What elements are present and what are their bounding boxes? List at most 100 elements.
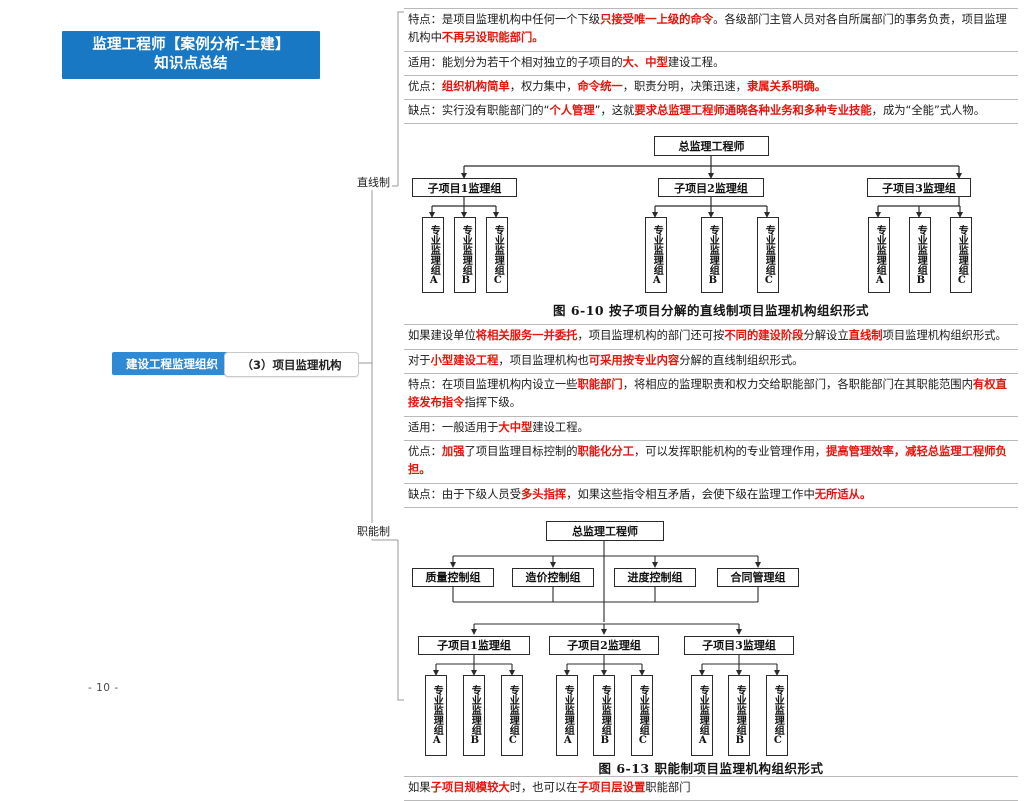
page-title-line1: 监理工程师【案例分析-土建】 bbox=[92, 37, 290, 54]
text-block-functional-system: 特点：在项目监理机构内设立一些职能部门，将相应的监理职责和权力交给职能部门，各职… bbox=[404, 374, 1018, 508]
highlighted-text: 直线制 bbox=[848, 329, 883, 343]
text-row: 缺点：实行没有职能部门的“个人管理”，这就要求总监理工程师通晓各种业务和多种专业… bbox=[404, 100, 1018, 125]
mindmap-root-node[interactable]: 建设工程监理组织 bbox=[112, 352, 232, 375]
highlighted-text: 小型建设工程 bbox=[430, 353, 499, 367]
content-column: 特点：是项目监理机构中任何一个下级只接受唯一上级的命令。各级部门主管人员对各自所… bbox=[404, 8, 1018, 801]
text-row: 如果建设单位将相关服务一并委托，项目监理机构的部门还可按不同的建设阶段分解设立直… bbox=[404, 324, 1018, 350]
text-row-lead: 缺点： bbox=[408, 104, 442, 118]
figure-6-13: 总监理工程师 质量控制组 造价控制组 进度控制组 合同管理组 子项目1监理组 子… bbox=[404, 511, 1018, 776]
figure-6-13-leaf-node: 专业监理组A bbox=[691, 674, 713, 756]
figure-6-10-leaf-node: 专业监理组B bbox=[454, 217, 476, 294]
body-text: 在项目监理机构内设立一些 bbox=[441, 378, 578, 392]
figure-6-10-leaf-node: 专业监理组A bbox=[868, 217, 890, 294]
body-text: 时，也可以在 bbox=[509, 780, 578, 794]
text-row-lead: 特点： bbox=[408, 13, 442, 26]
page-title-line2: 知识点总结 bbox=[154, 56, 228, 72]
figure-6-13-leaf-node: 专业监理组B bbox=[593, 674, 615, 756]
figure-6-10-top-node: 总监理工程师 bbox=[654, 136, 769, 157]
highlighted-text: 要求总监理工程师通晓各种业务和多种专业技能 bbox=[634, 104, 872, 118]
figure-6-13-leaf-node: 专业监理组C bbox=[631, 674, 653, 756]
body-text: 建设工程。 bbox=[532, 420, 589, 434]
text-block-linear-system: 特点：是项目监理机构中任何一个下级只接受唯一上级的命令。各级部门主管人员对各自所… bbox=[404, 8, 1018, 125]
highlighted-text: 可采用按专业内容 bbox=[588, 353, 680, 367]
figure-6-13-leaf-node: 专业监理组A bbox=[425, 674, 447, 756]
body-text: ，将相应的监理职责和权力交给职能部门，各职能部门在其职能范围内 bbox=[622, 378, 973, 392]
body-text: 建设工程。 bbox=[667, 55, 725, 69]
text-row: 适用：能划分为若干个相对独立的子项目的大、中型建设工程。 bbox=[404, 52, 1018, 76]
figure-6-13-function-node: 合同管理组 bbox=[717, 567, 799, 587]
highlighted-text: 不再另设职能部门。 bbox=[441, 31, 544, 45]
figure-6-10-leaf-node: 专业监理组A bbox=[645, 217, 667, 294]
highlighted-text: 大、中型 bbox=[622, 55, 668, 69]
text-row-lead: 优点： bbox=[408, 444, 442, 458]
figure-6-13-leaf-node: 专业监理组C bbox=[766, 674, 788, 756]
page-title-card: 监理工程师【案例分析-土建】 知识点总结 bbox=[62, 31, 320, 79]
body-text: 指挥下级。 bbox=[464, 396, 522, 410]
text-row: 如果子项目规模较大时，也可以在子项目层设置职能部门 bbox=[404, 775, 1018, 801]
figure-6-13-mid-node: 子项目2监理组 bbox=[549, 635, 659, 655]
text-block-footer-note: 如果子项目规模较大时，也可以在子项目层设置职能部门 bbox=[404, 775, 1018, 801]
branch-label-functional[interactable]: 职能制 bbox=[355, 523, 392, 539]
body-text: 一般适用于 bbox=[441, 420, 499, 434]
body-text: 是项目监理机构中任何一个下级 bbox=[441, 13, 601, 26]
body-text: ，权力集中， bbox=[509, 79, 578, 93]
body-text: 了项目监理目标控制的 bbox=[464, 444, 578, 458]
highlighted-text: 个人管理 bbox=[549, 104, 595, 118]
figure-6-10-mid-node: 子项目3监理组 bbox=[867, 178, 971, 198]
body-text: 如果建设单位 bbox=[408, 329, 476, 343]
highlighted-text: 只接受唯一上级的命令 bbox=[600, 13, 714, 26]
text-row: 优点：组织机构简单，权力集中，命令统一，职责分明，决策迅速，隶属关系明确。 bbox=[404, 76, 1018, 101]
highlighted-text: 不同的建设阶段 bbox=[724, 329, 804, 343]
body-text: 能划分为若干个相对独立的子项目的 bbox=[441, 55, 623, 69]
highlighted-text: 将相关服务一并委托 bbox=[475, 329, 578, 343]
body-text: 职能部门 bbox=[645, 780, 691, 794]
body-text: ，项目监理机构也 bbox=[498, 353, 589, 367]
text-row: 适用：一般适用于大中型建设工程。 bbox=[404, 417, 1018, 441]
figure-6-10-mid-node: 子项目1监理组 bbox=[412, 178, 517, 198]
text-row-lead: 缺点： bbox=[408, 487, 442, 501]
figure-6-10: 总监理工程师 子项目1监理组 子项目2监理组 子项目3监理组 专业监理组A 专业… bbox=[404, 128, 1018, 325]
highlighted-text: 加强 bbox=[441, 444, 465, 458]
highlighted-text: 职能化分工 bbox=[577, 444, 635, 458]
body-text: 如果 bbox=[408, 780, 431, 794]
body-text: ，职责分明，决策迅速， bbox=[622, 79, 747, 93]
body-text: ，项目监理机构的部门还可按 bbox=[577, 329, 725, 343]
figure-6-13-caption: 图 6-13 职能制项目监理机构组织形式 bbox=[598, 760, 824, 776]
figure-6-13-leaf-node: 专业监理组C bbox=[501, 674, 523, 756]
figure-6-10-leaf-node: 专业监理组C bbox=[950, 217, 972, 294]
mindmap-root-label: 建设工程监理组织 bbox=[126, 356, 218, 371]
figure-6-13-mid-node: 子项目3监理组 bbox=[684, 635, 794, 655]
highlighted-text: 子项目层设置 bbox=[577, 780, 646, 794]
figure-6-10-leaf-node: 专业监理组A bbox=[422, 217, 444, 294]
highlighted-text: 职能部门 bbox=[577, 378, 623, 392]
text-row: 优点：加强了项目监理目标控制的职能化分工，可以发挥职能机构的专业管理作用，提高管… bbox=[404, 441, 1018, 484]
figure-6-13-top-node: 总监理工程师 bbox=[546, 520, 664, 541]
figure-6-10-leaf-node: 专业监理组C bbox=[757, 217, 779, 294]
figure-6-13-leaf-node: 专业监理组B bbox=[728, 674, 750, 756]
figure-6-13-function-node: 造价控制组 bbox=[512, 567, 594, 587]
body-text: 由于下级人员受 bbox=[441, 487, 521, 501]
mindmap-node-project-supervision-org[interactable]: （3）项目监理机构 bbox=[224, 352, 359, 377]
highlighted-text: 子项目规模较大 bbox=[430, 780, 510, 794]
highlighted-text: 提高管理效率，减轻总监理工程师负担。 bbox=[408, 444, 1007, 477]
highlighted-text: 无所适从。 bbox=[814, 487, 872, 501]
figure-6-13-leaf-node: 专业监理组B bbox=[463, 674, 485, 756]
page-number: - 10 - bbox=[88, 682, 119, 694]
body-text: 。各级部门主管人员对各自所属部门的事务负责，项目监理机构中 bbox=[408, 13, 1007, 45]
figure-6-13-function-node: 质量控制组 bbox=[412, 567, 494, 587]
body-text: 实行没有职能部门的“ bbox=[441, 104, 550, 118]
body-text: ，可以发挥职能机构的专业管理作用， bbox=[634, 444, 827, 458]
body-text: 项目监理机构组织形式。 bbox=[882, 329, 1007, 343]
figure-6-13-leaf-node: 专业监理组A bbox=[556, 674, 578, 756]
text-block-middle-notes: 如果建设单位将相关服务一并委托，项目监理机构的部门还可按不同的建设阶段分解设立直… bbox=[404, 324, 1018, 375]
text-row: 特点：在项目监理机构内设立一些职能部门，将相应的监理职责和权力交给职能部门，各职… bbox=[404, 374, 1018, 417]
highlighted-text: 有权直接发布指令 bbox=[408, 378, 1007, 410]
body-text: 对于 bbox=[408, 353, 431, 367]
figure-6-10-mid-node: 子项目2监理组 bbox=[658, 178, 764, 198]
highlighted-text: 大中型 bbox=[498, 420, 533, 434]
body-text: ，如果这些指令相互矛盾，会使下级在监理工作中 bbox=[566, 487, 815, 501]
branch-label-linear[interactable]: 直线制 bbox=[355, 174, 392, 190]
highlighted-text: 组织机构简单 bbox=[441, 79, 510, 93]
figure-6-13-function-node: 进度控制组 bbox=[614, 567, 696, 587]
mindmap-node-label: （3）项目监理机构 bbox=[241, 357, 342, 372]
